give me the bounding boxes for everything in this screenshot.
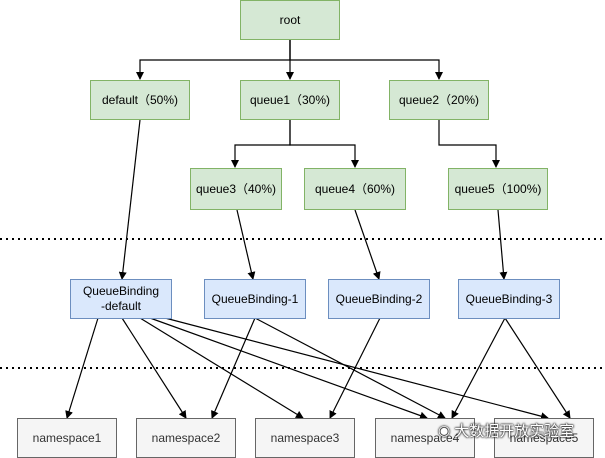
namespace-2-label: namespace2 (151, 430, 221, 445)
edge-queue5-binding-3 (497, 209, 508, 280)
edge-queue2-queue5 (438, 120, 500, 168)
queue-default-label: default（50%) (101, 92, 179, 107)
queuebinding-2[interactable]: QueueBinding-2 (328, 279, 430, 319)
queue-queue5-label: queue5（100%) (454, 181, 542, 196)
edge-root-queue2 (289, 40, 443, 80)
edge-default-binding-default (118, 119, 141, 280)
namespace-5-label: namespace5 (509, 430, 579, 445)
queuebinding-1[interactable]: QueueBinding-1 (204, 279, 306, 319)
edge-queue1-queue3 (231, 120, 291, 168)
queuebinding-3-label: QueueBinding-3 (465, 291, 553, 306)
edge-queue1-queue4 (289, 120, 359, 168)
namespace-3[interactable]: namespace3 (255, 418, 355, 458)
edge-b1-ns2 (211, 317, 256, 419)
namespace-3-label: namespace3 (270, 430, 340, 445)
edge-root-default (136, 40, 291, 80)
edge-b3-ns4 (451, 317, 506, 419)
queuebinding-2-label: QueueBinding-2 (335, 291, 423, 306)
queue-queue3[interactable]: queue3（40%) (190, 168, 282, 210)
queue-queue3-label: queue3（40%) (195, 181, 277, 196)
edge-b3-ns5 (504, 317, 571, 419)
queue-queue5[interactable]: queue5（100%) (448, 168, 548, 210)
watermark-text: 大数据开放实验室 (454, 423, 575, 440)
namespace-1-label: namespace1 (32, 430, 102, 445)
queue-queue1-label: queue1（30%) (249, 92, 331, 107)
queue-queue1[interactable]: queue1（30%) (240, 80, 340, 120)
edge-bdefault-ns2 (121, 317, 187, 419)
edge-b1-ns4 (254, 317, 446, 419)
queue-root-label: root (279, 12, 301, 27)
watermark: ◉ 大数据开放实验室 (438, 420, 574, 441)
edge-bdefault-ns1 (65, 317, 99, 419)
edge-b2-ns3 (329, 317, 381, 419)
namespace-1[interactable]: namespace1 (17, 418, 117, 458)
queue-queue2-label: queue2（20%) (398, 92, 480, 107)
edge-bdefault-ns3 (139, 317, 304, 419)
queuebinding-default[interactable]: QueueBinding-default (70, 279, 172, 319)
edge-bdefault-ns4 (149, 317, 428, 420)
namespace-4-label: namespace4 (390, 430, 460, 445)
queuebinding-3[interactable]: QueueBinding-3 (458, 279, 560, 319)
edge-bdefault-ns5 (164, 317, 549, 421)
edge-queue4-binding-2 (354, 209, 381, 280)
wechat-icon: ◉ (438, 422, 451, 438)
queue-queue4[interactable]: queue4（60%) (304, 168, 406, 210)
queue-default[interactable]: default（50%) (90, 80, 190, 120)
namespace-4[interactable]: namespace4 (375, 418, 475, 458)
queuebinding-default-label: QueueBinding-default (82, 284, 160, 313)
queue-root[interactable]: root (240, 0, 340, 40)
queue-queue2[interactable]: queue2（20%) (389, 80, 489, 120)
namespace-2[interactable]: namespace2 (136, 418, 236, 458)
edge-queue3-binding-1 (236, 209, 256, 280)
queuebinding-1-label: QueueBinding-1 (211, 291, 299, 306)
queue-queue4-label: queue4（60%) (314, 181, 396, 196)
